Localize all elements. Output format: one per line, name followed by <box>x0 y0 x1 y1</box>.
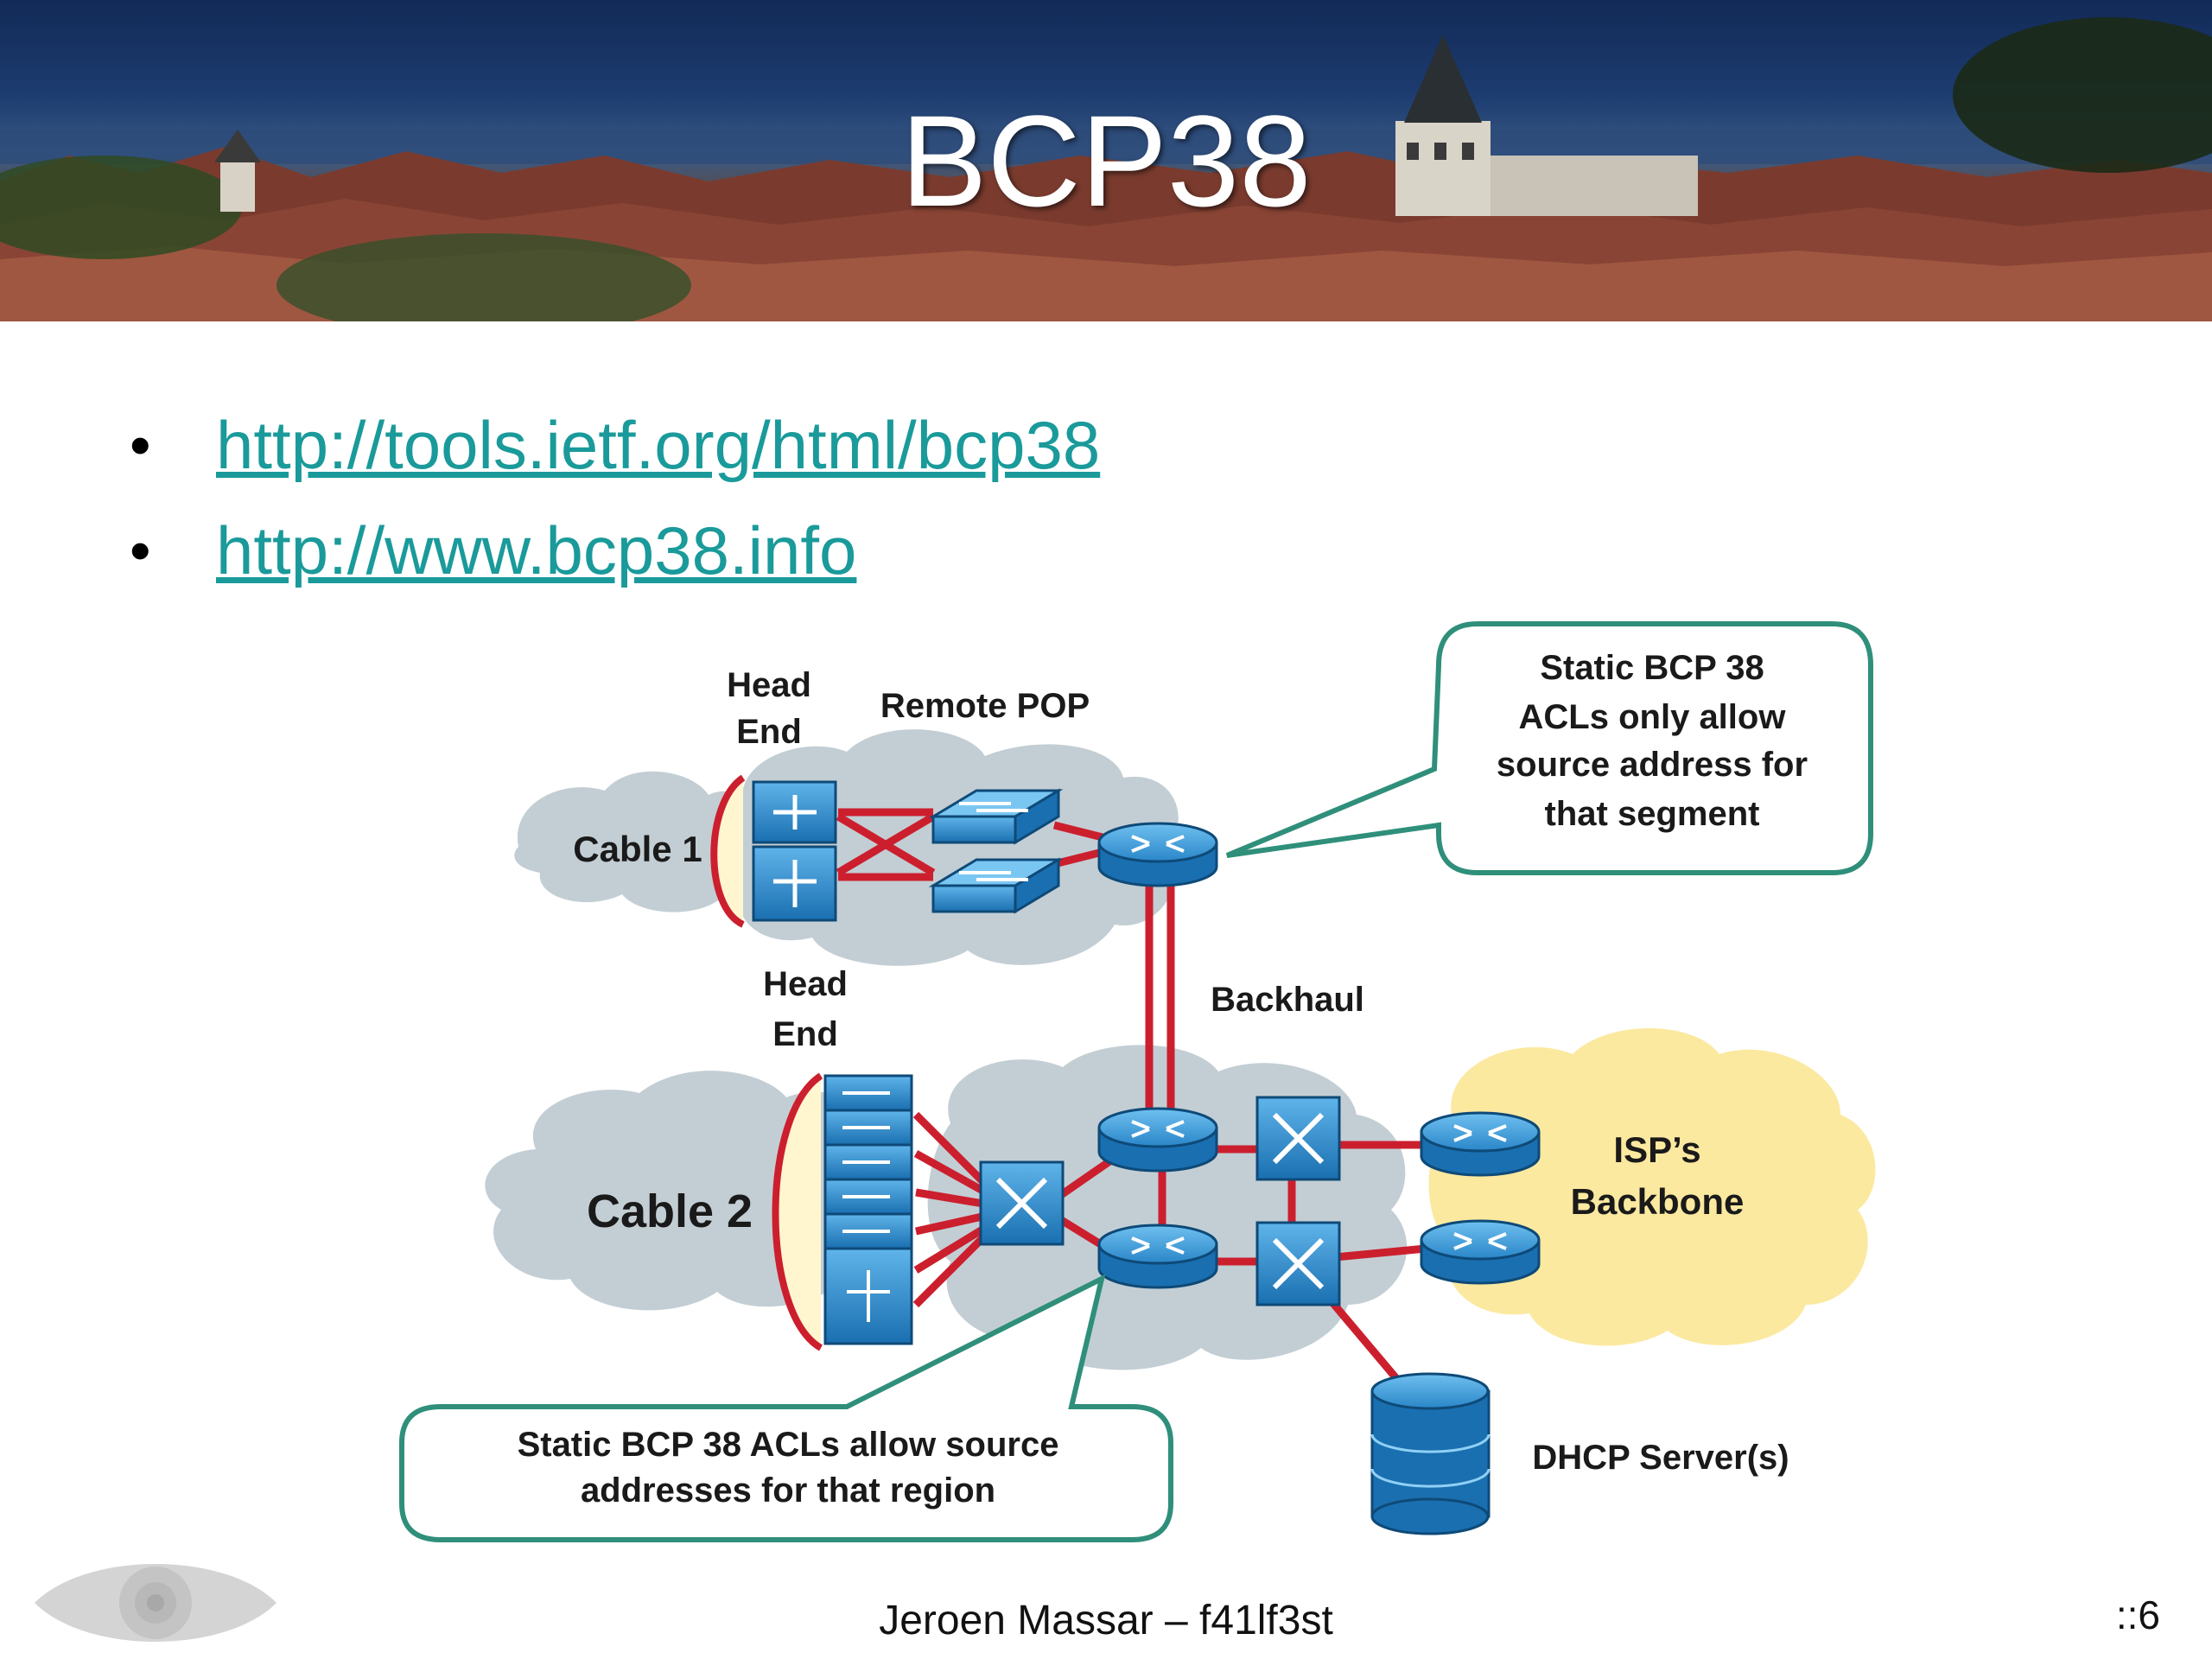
core-router-icon <box>1097 1107 1218 1173</box>
remote-pop-label: Remote POP <box>880 687 1090 725</box>
head-end-bottom-label-line2: End <box>772 1015 838 1053</box>
link-bcp38-info[interactable]: http://www.bcp38.info <box>216 512 857 588</box>
dhcp-server-label: DHCP Server(s) <box>1532 1439 1789 1477</box>
core-switch-icon <box>1255 1221 1341 1306</box>
head-end-top-label-line2: End <box>736 713 802 751</box>
callout-top-line3: source address for <box>1497 746 1808 784</box>
callout-top <box>1225 621 1873 875</box>
footer-author: Jeroen Massar – f41lf3st <box>879 1598 1333 1643</box>
core-switch-icon <box>1255 1096 1341 1181</box>
cable1-label: Cable 1 <box>573 829 702 869</box>
slide-title: BCP38 <box>900 88 1312 233</box>
isp-backbone-cloud <box>1428 1028 1876 1346</box>
bullet-icon: • <box>130 517 151 584</box>
link-ietf-bcp38[interactable]: http://tools.ietf.org/html/bcp38 <box>216 407 1101 483</box>
page-number: ::6 <box>2115 1592 2160 1637</box>
header-banner: BCP38 <box>0 0 2212 321</box>
isp-backbone-label-line1: ISP’s <box>1613 1129 1700 1170</box>
backhaul-label: Backhaul <box>1211 981 1364 1019</box>
head-end-top-label-line1: Head <box>727 666 811 704</box>
remote-pop-switch-icon <box>928 788 1064 845</box>
head-end-bottom-label-line1: Head <box>763 965 848 1003</box>
aggregation-switch-icon <box>979 1160 1065 1246</box>
callout-top-line1: Static BCP 38 <box>1540 649 1764 687</box>
core-router-icon <box>1097 1224 1218 1289</box>
cable1-cloud <box>514 771 772 912</box>
remote-pop-switch-icon <box>928 857 1064 914</box>
head-end-switch-icon <box>752 780 837 922</box>
backbone-router-icon <box>1420 1219 1541 1285</box>
callout-bottom-line2: addresses for that region <box>581 1471 995 1510</box>
callout-top-line4: that segment <box>1545 795 1760 833</box>
cable2-label: Cable 2 <box>587 1185 753 1237</box>
bullet-icon: • <box>130 411 151 479</box>
callout-bottom-line1: Static BCP 38 ACLs allow source <box>518 1426 1059 1464</box>
remote-pop-router-icon <box>1097 822 1218 887</box>
city-skyline-image <box>0 17 2212 321</box>
backbone-router-icon <box>1420 1111 1541 1177</box>
eye-logo-icon <box>35 1564 276 1642</box>
dhcp-server-icon <box>1370 1372 1491 1535</box>
head-end-switch-stack-icon <box>823 1074 913 1345</box>
head-end-top-device <box>710 774 746 928</box>
callout-top-line2: ACLs only allow <box>1519 698 1787 736</box>
isp-backbone-label-line2: Backbone <box>1571 1181 1745 1222</box>
callout-bottom <box>399 1274 1173 1542</box>
head-end-bottom-device <box>772 1072 823 1351</box>
